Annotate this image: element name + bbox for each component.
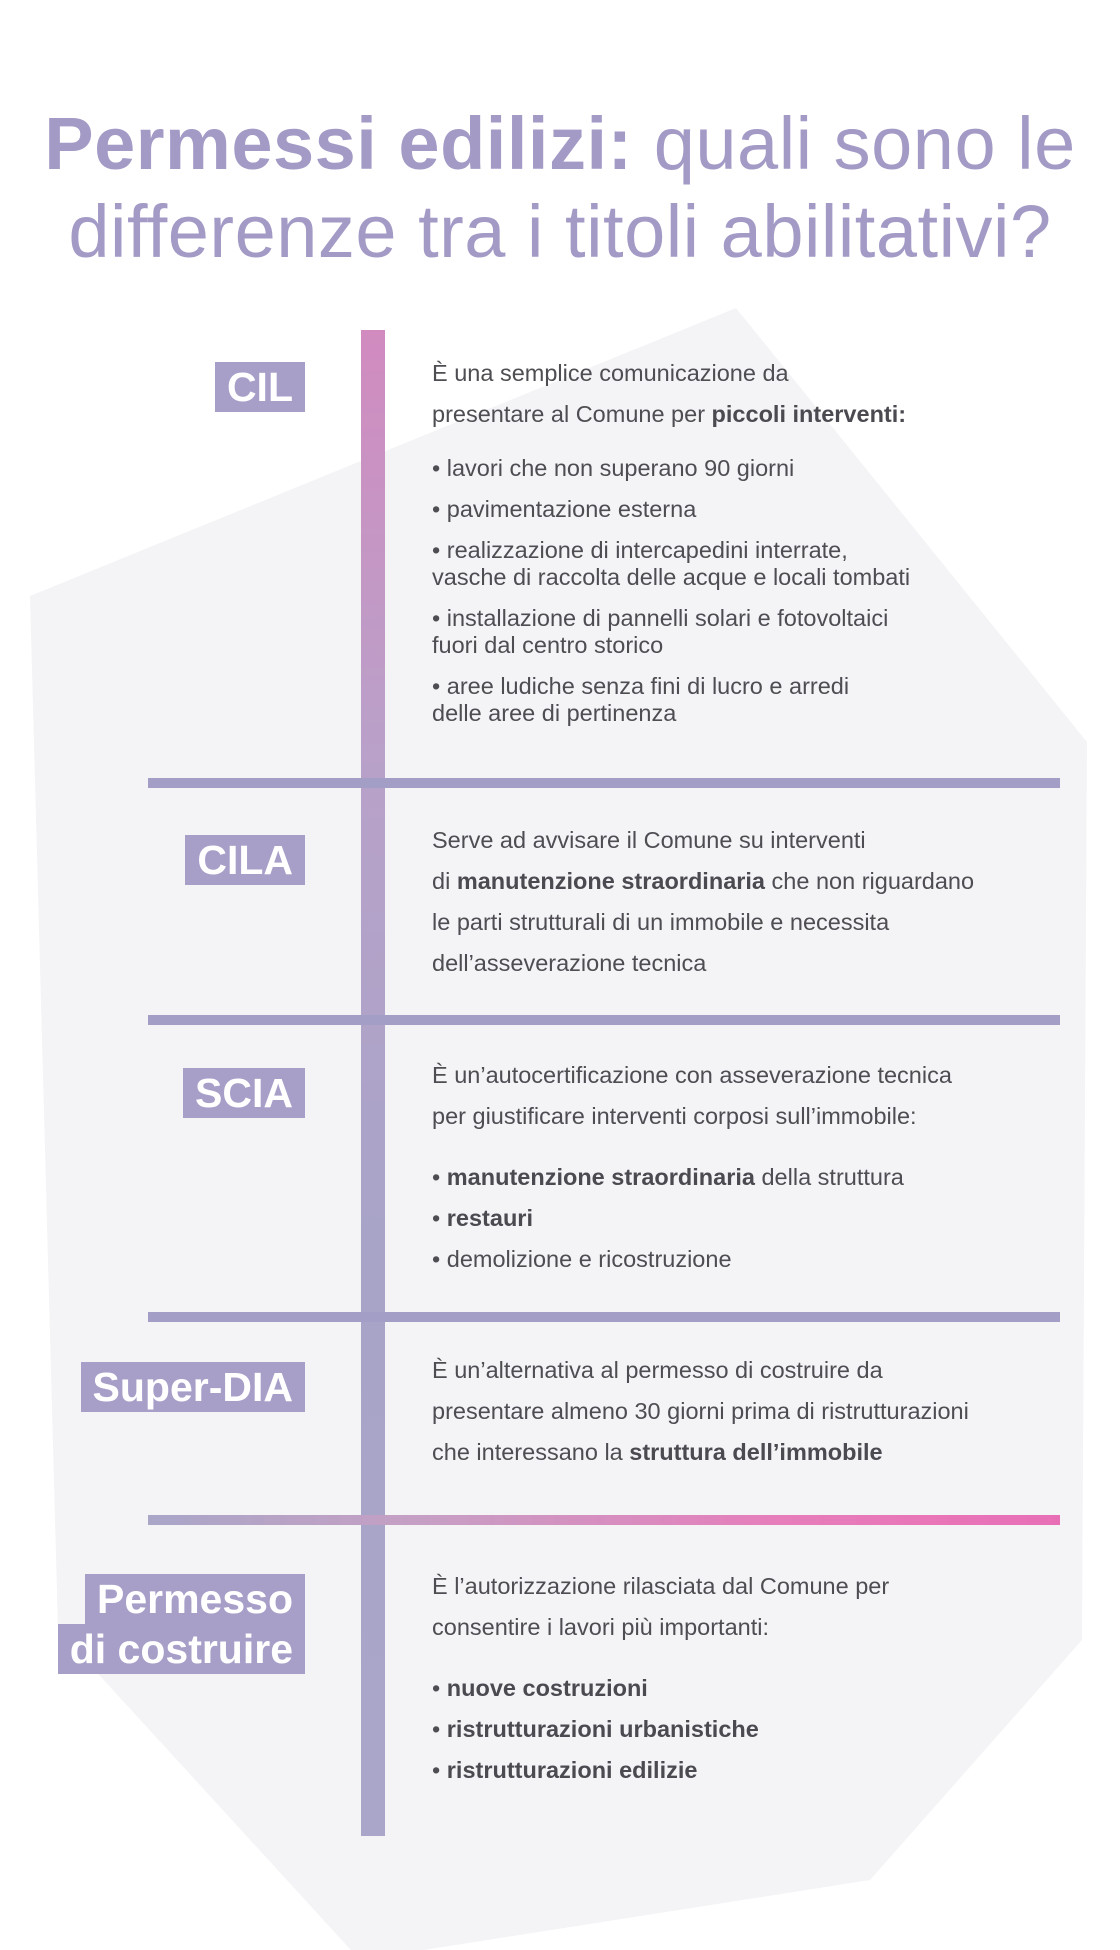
- section-cil-text: È una semplice comunicazione da presenta…: [432, 353, 1052, 741]
- section-cila-text: Serve ad avvisare il Comune su intervent…: [432, 820, 1052, 984]
- list-item: • lavori che non superano 90 giorni: [432, 455, 795, 481]
- label-scia: SCIA: [183, 1068, 305, 1118]
- label-permesso-line-2: di costruire: [57, 1624, 305, 1674]
- page-title: Permessi edilizi: quali sono le differen…: [0, 100, 1120, 276]
- scia-list: • manutenzione straordinaria della strut…: [432, 1157, 1052, 1280]
- divider-1: [148, 778, 1060, 788]
- divider-3: [148, 1312, 1060, 1322]
- cil-intro-line-2: presentare al Comune per piccoli interve…: [432, 401, 907, 427]
- cila-line-4: dell’asseverazione tecnica: [432, 950, 707, 976]
- title-line-2: differenze tra i titoli abilitativi?: [68, 190, 1052, 273]
- list-item: • demolizione e ricostruzione: [432, 1246, 732, 1272]
- list-item: • ristrutturazioni edilizie: [432, 1757, 698, 1783]
- list-item: • ristrutturazioni urbanistiche: [432, 1716, 759, 1742]
- superdia-line-1: È un’alternativa al permesso di costruir…: [432, 1357, 883, 1383]
- permesso-intro-line-2: consentire i lavori più importanti:: [432, 1614, 769, 1640]
- cil-intro-line-1: È una semplice comunicazione da: [432, 360, 789, 386]
- label-cila: CILA: [185, 835, 305, 885]
- list-item: • restauri: [432, 1205, 533, 1231]
- title-bold: Permessi edilizi:: [44, 102, 633, 185]
- label-permesso-line-1: Permesso: [84, 1574, 305, 1624]
- list-item: • pavimentazione esterna: [432, 496, 697, 522]
- cila-line-3: le parti strutturali di un immobile e ne…: [432, 909, 890, 935]
- label-permesso-di-costruire: Permesso di costruire: [57, 1574, 305, 1674]
- cila-line-1: Serve ad avvisare il Comune su intervent…: [432, 827, 866, 853]
- timeline-vertical-bar: [361, 330, 385, 1836]
- section-scia-text: È un’autocertificazione con asseverazion…: [432, 1055, 1052, 1280]
- cila-line-2: di manutenzione straordinaria che non ri…: [432, 868, 975, 894]
- list-item: • nuove costruzioni: [432, 1675, 648, 1701]
- label-cil: CIL: [214, 362, 305, 412]
- permesso-intro-line-1: È l’autorizzazione rilasciata dal Comune…: [432, 1573, 890, 1599]
- permesso-list: • nuove costruzioni • ristrutturazioni u…: [432, 1668, 1052, 1791]
- list-item: • aree ludiche senza fini di lucro e arr…: [432, 673, 850, 726]
- section-permesso-text: È l’autorizzazione rilasciata dal Comune…: [432, 1566, 1052, 1791]
- list-item: • installazione di pannelli solari e fot…: [432, 605, 889, 658]
- list-item: • realizzazione di intercapedini interra…: [432, 537, 911, 590]
- divider-4: [148, 1515, 1060, 1525]
- superdia-line-2: presentare almeno 30 giorni prima di ris…: [432, 1398, 969, 1424]
- list-item: • manutenzione straordinaria della strut…: [432, 1164, 904, 1190]
- section-superdia-text: È un’alternativa al permesso di costruir…: [432, 1350, 1052, 1473]
- superdia-line-3: che interessano la struttura dell’immobi…: [432, 1439, 883, 1465]
- scia-intro-line-2: per giustificare interventi corposi sull…: [432, 1103, 917, 1129]
- scia-intro-line-1: È un’autocertificazione con asseverazion…: [432, 1062, 952, 1088]
- title-light: quali sono le: [632, 102, 1076, 185]
- cil-list: • lavori che non superano 90 giorni • pa…: [432, 455, 1052, 727]
- divider-2: [148, 1015, 1060, 1025]
- label-super-dia: Super-DIA: [80, 1362, 305, 1412]
